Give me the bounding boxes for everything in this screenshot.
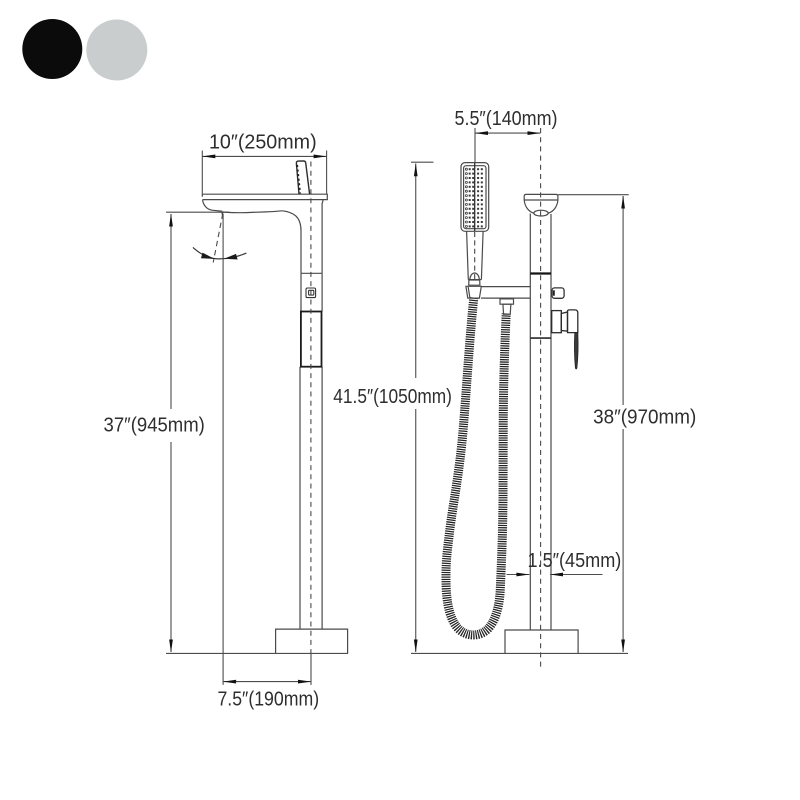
svg-text:5.5″(140mm): 5.5″(140mm) [455,108,558,130]
svg-text:41.5″(1050mm): 41.5″(1050mm) [333,386,452,408]
svg-text:1.5″(45mm): 1.5″(45mm) [528,550,622,572]
svg-text:10″(250mm): 10″(250mm) [209,132,317,154]
svg-text:7.5″(190mm): 7.5″(190mm) [217,689,319,711]
svg-text:38″(970mm): 38″(970mm) [593,406,696,428]
svg-text:37″(945mm): 37″(945mm) [104,415,205,437]
